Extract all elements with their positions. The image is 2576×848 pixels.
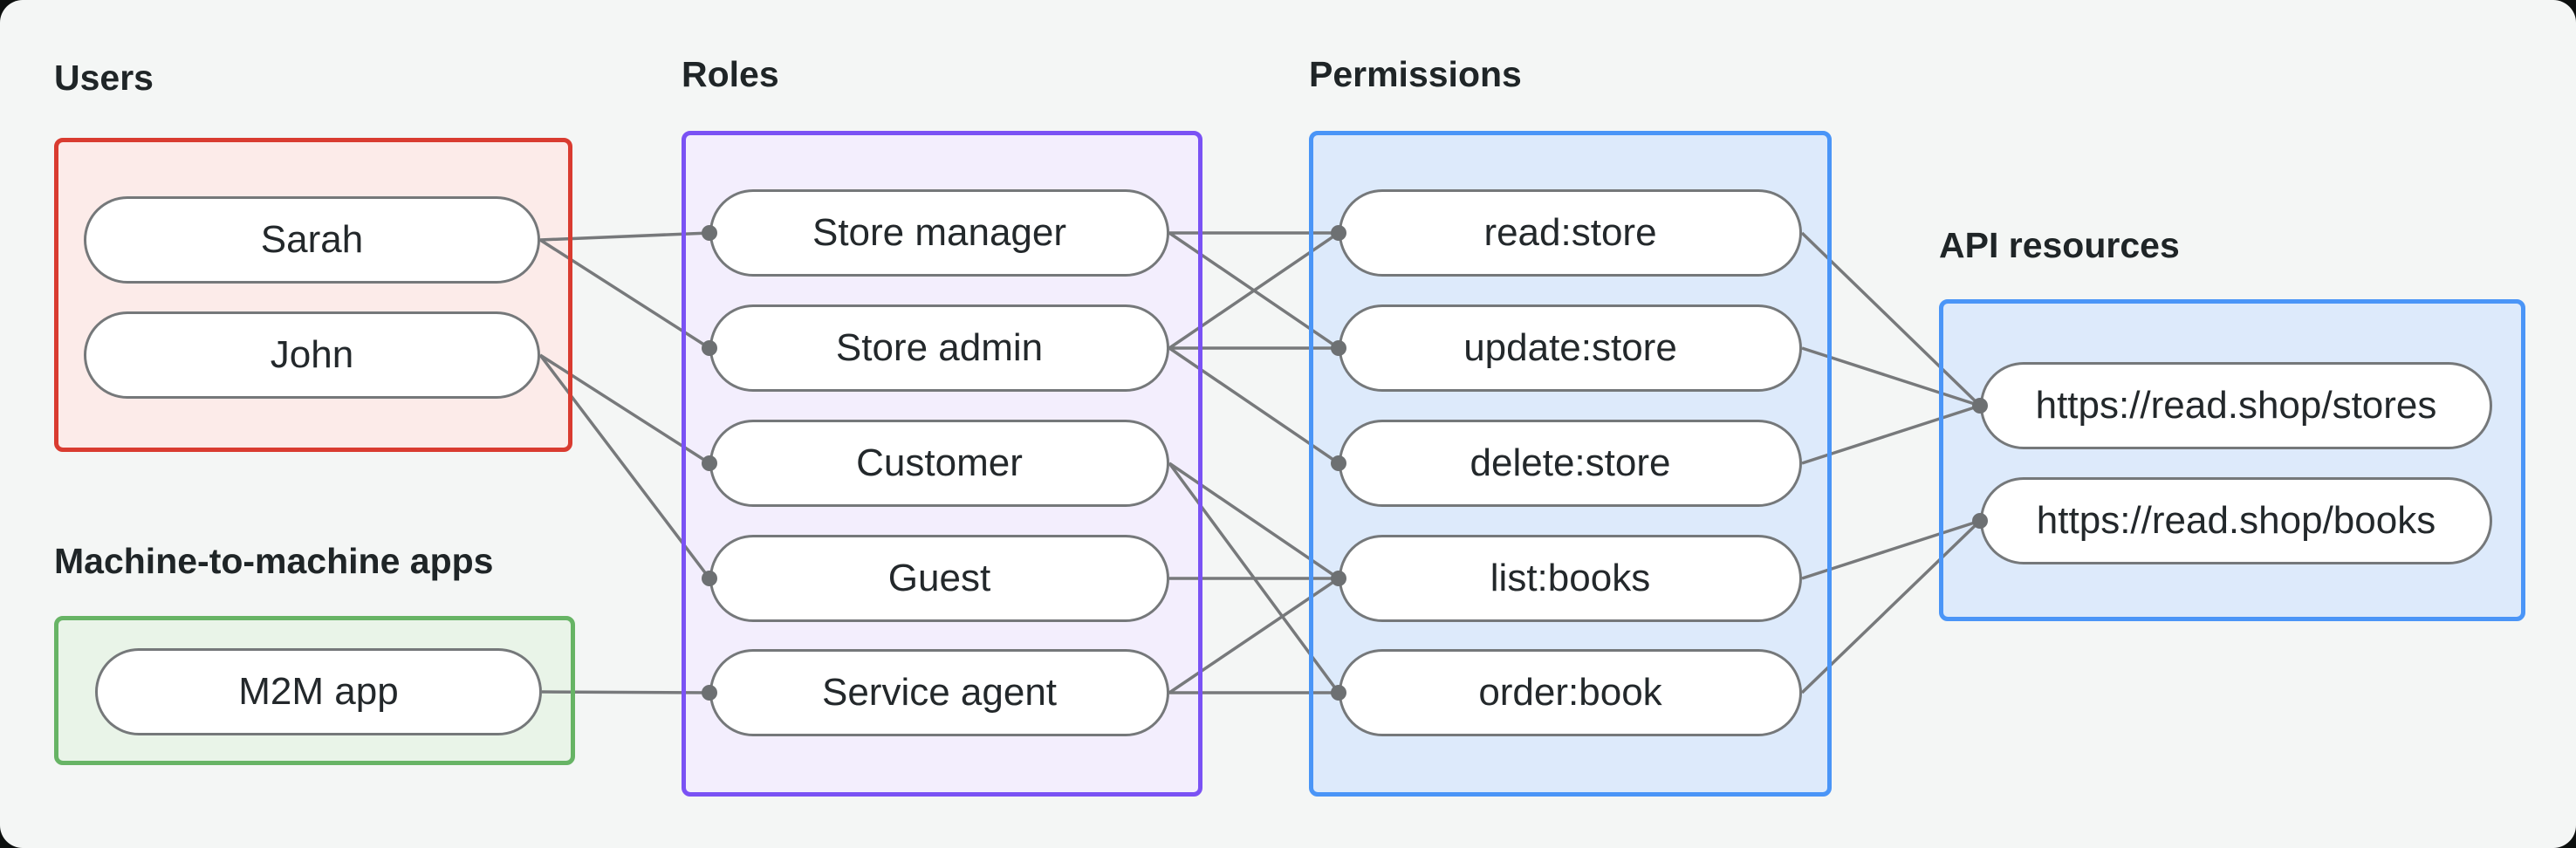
node-stores-api: https://read.shop/stores [1980, 362, 2492, 449]
edge-delete-store-to-stores [1801, 404, 1981, 465]
roles-group-label: Roles [682, 54, 779, 94]
api-resources-box [1939, 299, 2525, 621]
node-customer: Customer [709, 420, 1169, 507]
m2m-box [54, 616, 575, 765]
edge-read-store-to-stores [1800, 231, 1982, 407]
node-john: John [84, 311, 540, 399]
node-label: read:store [1483, 211, 1657, 254]
roles-box [682, 131, 1202, 797]
node-label: Guest [887, 557, 991, 599]
node-guest: Guest [709, 535, 1169, 622]
node-m2m-app: M2M app [95, 648, 542, 735]
node-label: Store admin [835, 326, 1044, 369]
node-delete-store: delete:store [1339, 420, 1802, 507]
api-resources-group-label: API resources [1939, 225, 2180, 265]
node-label: https://read.shop/books [2036, 499, 2436, 542]
node-label: list:books [1490, 557, 1651, 599]
users-box-fill [54, 138, 572, 452]
node-label: Customer [856, 441, 1023, 484]
node-read-store: read:store [1339, 189, 1802, 277]
node-label: order:book [1478, 671, 1662, 714]
node-label: delete:store [1470, 441, 1671, 484]
node-label: Sarah [260, 218, 364, 261]
node-update-store: update:store [1339, 304, 1802, 392]
node-label: M2M app [238, 670, 399, 713]
node-store-manager: Store manager [709, 189, 1169, 277]
node-sarah: Sarah [84, 196, 540, 284]
permissions-box [1309, 131, 1832, 797]
node-list-books: list:books [1339, 535, 1802, 622]
api-resources-box-fill [1939, 299, 2525, 621]
node-label: John [270, 333, 354, 376]
node-order-book: order:book [1339, 649, 1802, 736]
node-label: update:store [1463, 326, 1677, 369]
m2m-group-label: Machine-to-machine apps [54, 541, 494, 581]
node-label: Service agent [821, 671, 1058, 714]
users-box [54, 138, 572, 452]
edge-update-store-to-stores [1801, 346, 1981, 407]
node-store-admin: Store admin [709, 304, 1169, 392]
edge-list-books-to-books [1801, 519, 1981, 580]
node-books-api: https://read.shop/books [1980, 477, 2492, 564]
users-group-label: Users [54, 58, 154, 98]
edge-order-book-to-books [1800, 519, 1982, 694]
node-label: https://read.shop/stores [2035, 384, 2437, 427]
node-label: Store manager [812, 211, 1067, 254]
node-service-agent: Service agent [709, 649, 1169, 736]
permissions-group-label: Permissions [1309, 54, 1522, 94]
